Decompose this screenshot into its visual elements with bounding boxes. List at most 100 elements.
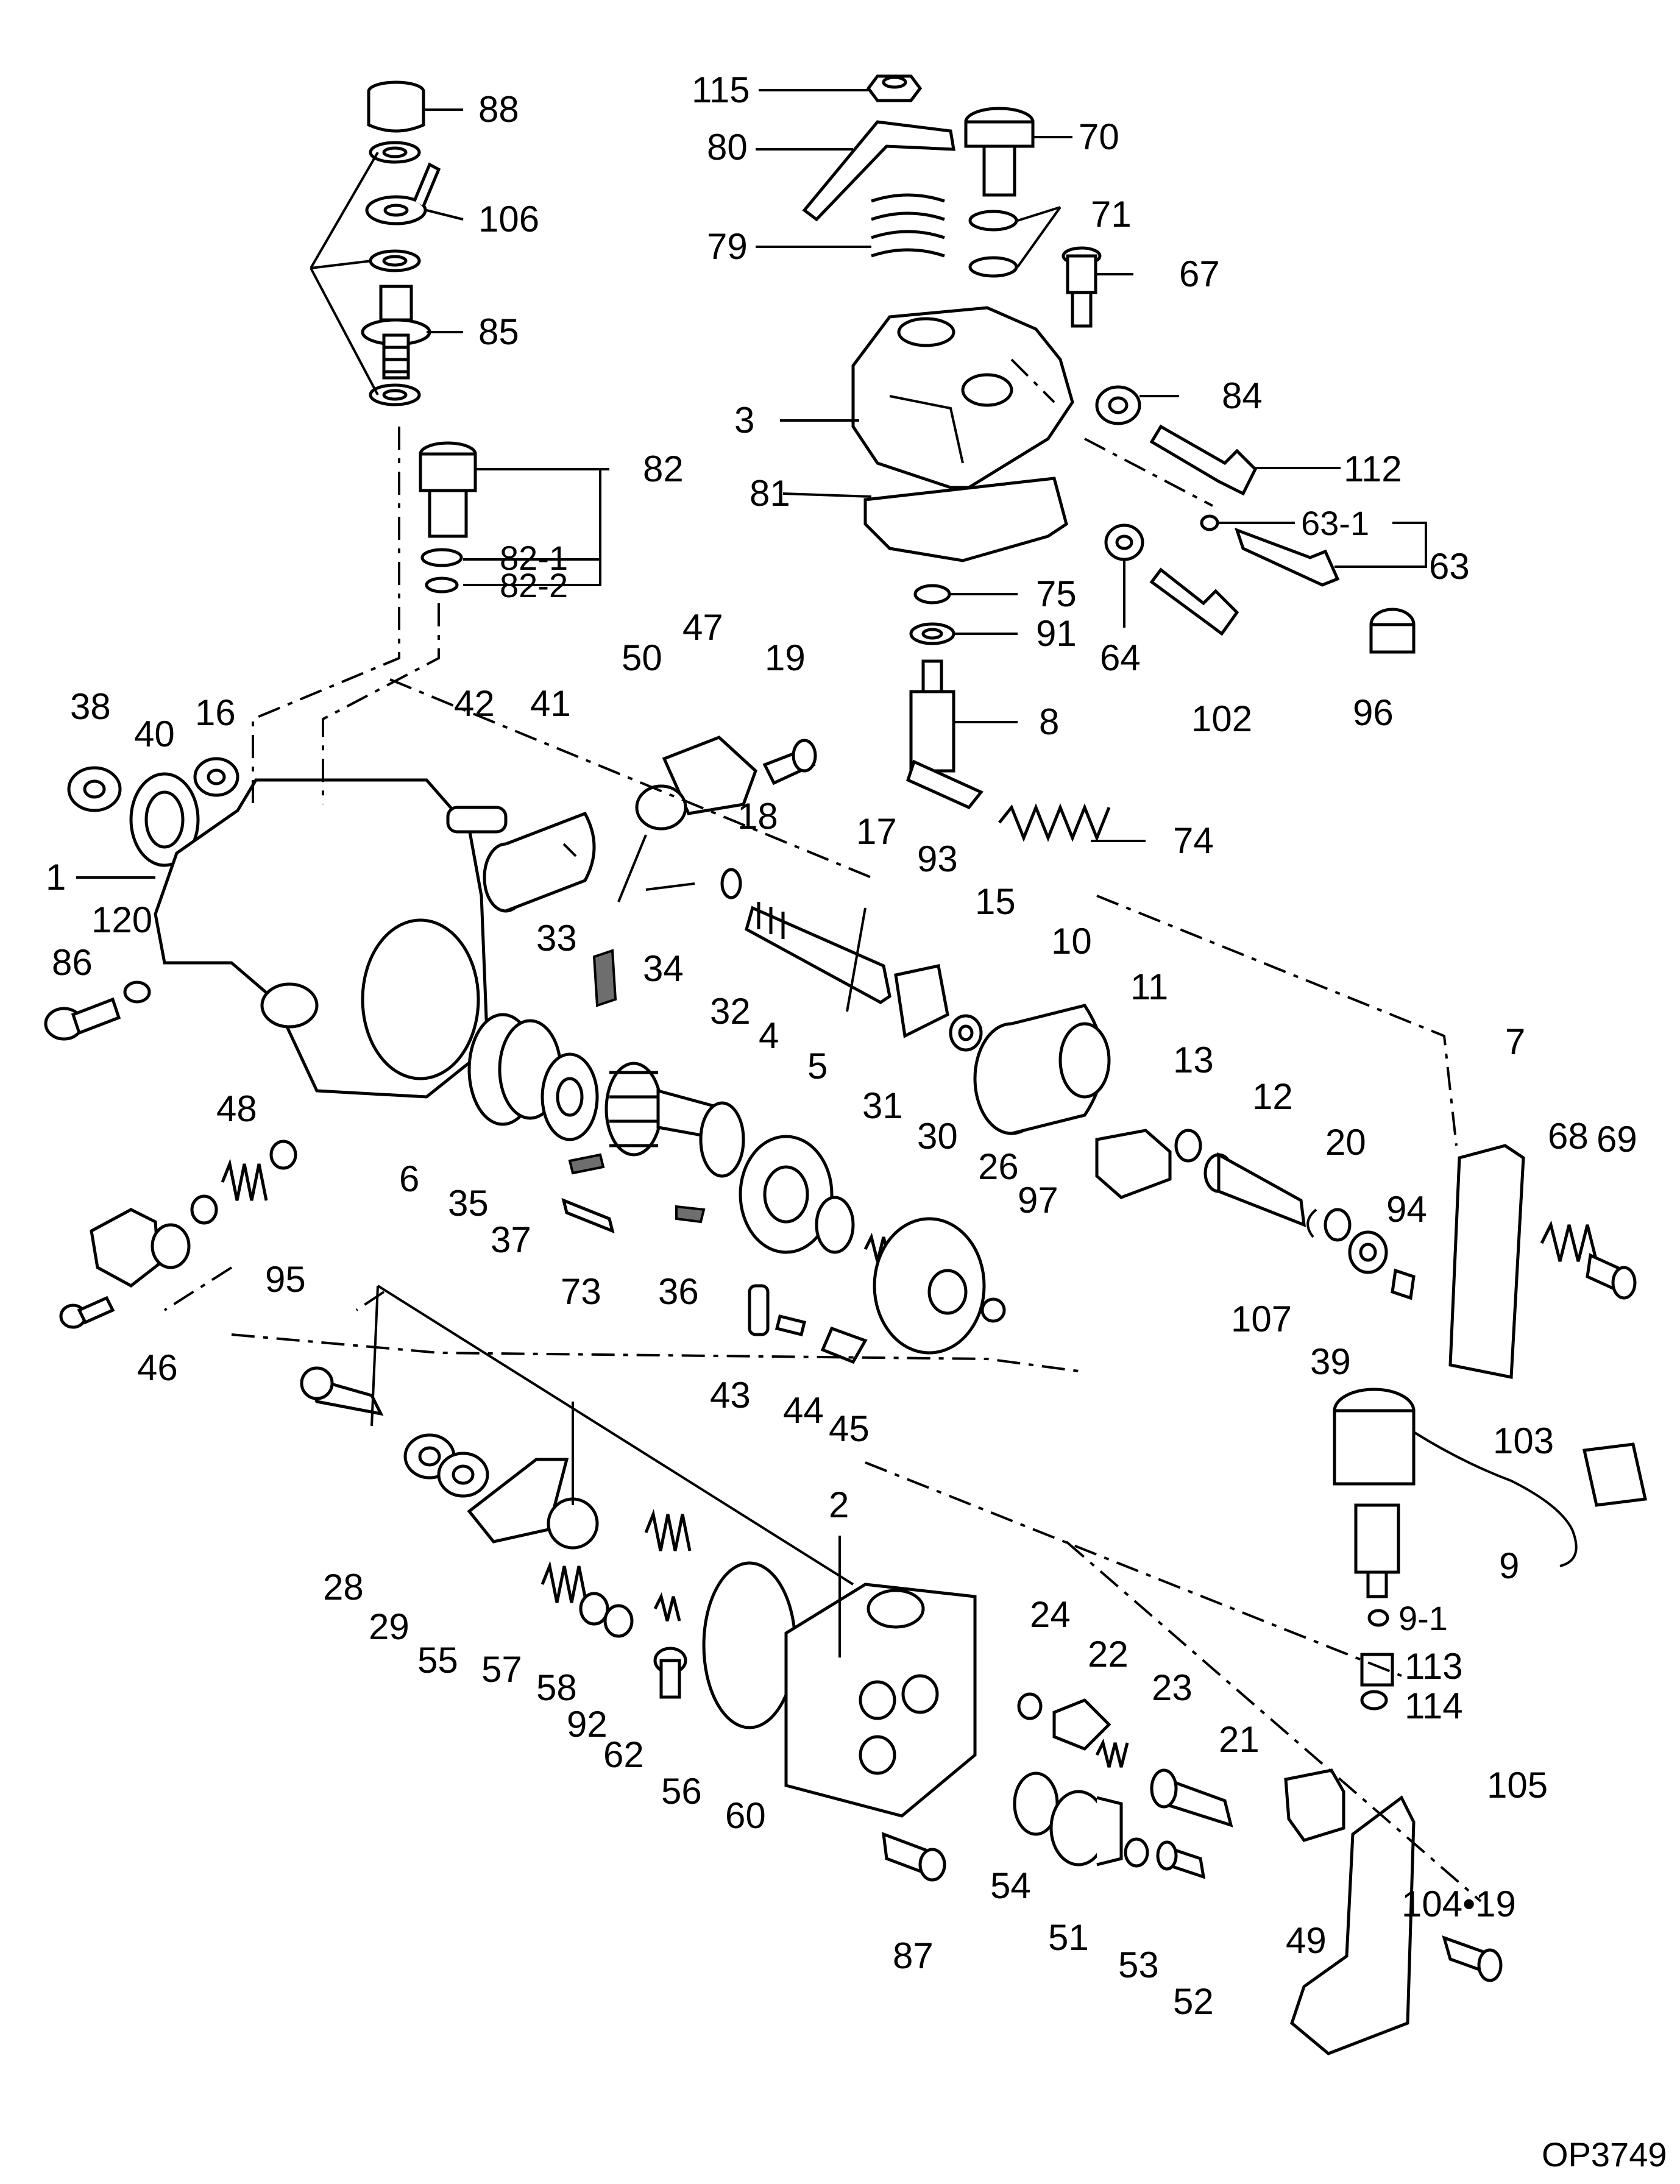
callout-41: 41 [530, 683, 571, 724]
callout-88: 88 [478, 89, 519, 130]
callout-35: 35 [448, 1183, 489, 1224]
callout-115: 115 [692, 69, 750, 110]
part-lever-80 [802, 120, 955, 222]
callout-94: 94 [1386, 1189, 1427, 1230]
part-spring-23 [1095, 1738, 1129, 1768]
part-nut-84 [1095, 385, 1141, 425]
callout-80: 80 [707, 127, 748, 168]
callout-36: 36 [658, 1271, 699, 1312]
callout-105: 105 [1487, 1765, 1548, 1806]
callout-112: 112 [1344, 448, 1402, 489]
callout-63: 63 [1429, 546, 1470, 587]
callout-91: 91 [1036, 613, 1077, 654]
part-washer-24 [1017, 1692, 1043, 1720]
part-valve-82 [419, 441, 477, 538]
callout-70: 70 [1079, 116, 1119, 157]
callout-103: 103 [1493, 1420, 1554, 1461]
callout-43: 43 [710, 1375, 751, 1416]
callout-40: 40 [134, 714, 175, 754]
part-oring-82-2 [425, 576, 459, 594]
callout-19-top: 19 [765, 637, 806, 678]
callout-45: 45 [829, 1408, 870, 1449]
callout-67: 67 [1179, 254, 1220, 294]
part-key-36 [675, 1205, 706, 1224]
callout-10: 10 [1051, 921, 1092, 962]
callout-44: 44 [783, 1390, 824, 1431]
part-washer-120 [123, 980, 151, 1004]
callout-9-1: 9-1 [1398, 1599, 1448, 1637]
part-oring-75 [913, 584, 951, 604]
part-gear-34 [604, 1062, 663, 1157]
part-lever-shaft-8 [906, 659, 984, 810]
callout-29: 29 [369, 1606, 409, 1647]
callout-37: 37 [491, 1219, 531, 1260]
callout-31: 31 [862, 1085, 903, 1126]
part-spring-48 [221, 1158, 268, 1201]
callout-2: 2 [829, 1484, 849, 1525]
callout-113: 113 [1405, 1646, 1463, 1687]
callout-34: 34 [643, 948, 684, 989]
callout-23: 23 [1152, 1667, 1193, 1708]
part-bolt-87 [882, 1832, 946, 1882]
callout-95: 95 [265, 1259, 306, 1300]
part-bolt-73 [561, 1197, 615, 1234]
callout-4: 4 [759, 1015, 779, 1056]
part-plug-51 [1049, 1790, 1123, 1867]
callout-28: 28 [323, 1567, 364, 1608]
callout-17: 17 [856, 811, 897, 852]
part-washer-71c [369, 383, 421, 406]
part-washer-53 [1124, 1837, 1149, 1868]
assembly-solid-lines [370, 1285, 854, 1658]
part-bolt-52 [1156, 1840, 1206, 1879]
part-key-37 [568, 1153, 605, 1175]
callout-15: 15 [975, 881, 1016, 922]
callout-22: 22 [1088, 1634, 1129, 1675]
callout-69: 69 [1597, 1119, 1637, 1160]
part-roller-97 [980, 1297, 1006, 1323]
part-bolt-19b [59, 1296, 115, 1329]
part-cap-88 [367, 80, 425, 133]
callout-38: 38 [70, 686, 111, 727]
callout-107: 107 [1231, 1299, 1292, 1339]
callout-3: 3 [734, 400, 754, 441]
part-screw-70 [964, 107, 1035, 197]
callout-39: 39 [1310, 1341, 1351, 1382]
part-oring-18 [720, 868, 742, 899]
figure-reference-code: OP3749 [1542, 2135, 1667, 2174]
callout-8: 8 [1039, 701, 1059, 742]
callout-48: 48 [216, 1088, 257, 1129]
callout-54: 54 [990, 1865, 1031, 1906]
part-gasket-60 [702, 1561, 797, 1729]
callout-75: 75 [1036, 573, 1077, 614]
callout-120: 120 [91, 899, 152, 940]
part-plate-93 [894, 964, 949, 1038]
callout-96: 96 [1353, 692, 1394, 733]
callout-24: 24 [1030, 1594, 1071, 1635]
part-gasket-81 [863, 477, 1068, 562]
callout-74: 74 [1173, 820, 1214, 861]
leader-lines [76, 89, 1427, 1012]
callout-33: 33 [536, 918, 577, 959]
callout-30: 30 [917, 1116, 958, 1157]
part-spring-74 [998, 803, 1111, 842]
part-pin-44 [774, 1314, 807, 1337]
part-plunger-12 [1203, 1152, 1306, 1227]
part-key-33 [592, 949, 617, 1007]
part-key-45 [820, 1326, 868, 1364]
part-nut-16 [193, 757, 239, 797]
part-washer-29 [437, 1452, 489, 1498]
callout-97: 97 [1018, 1180, 1058, 1221]
part-bolt-67 [1062, 246, 1102, 328]
part-screw-63 [1234, 527, 1340, 587]
part-fitting-21 [1150, 1768, 1233, 1828]
part-banjo-106 [365, 162, 441, 225]
part-bolt-104-19 [1442, 1935, 1503, 1982]
callout-114: 114 [1405, 1686, 1463, 1726]
part-washer-95b [269, 1140, 297, 1170]
part-nut-64 [1104, 523, 1144, 561]
part-nut-39 [1348, 1230, 1388, 1274]
part-oring-50b [151, 1223, 191, 1269]
callout-51: 51 [1048, 1917, 1089, 1958]
part-bolt-85 [361, 285, 431, 380]
callout-12: 12 [1252, 1076, 1293, 1117]
